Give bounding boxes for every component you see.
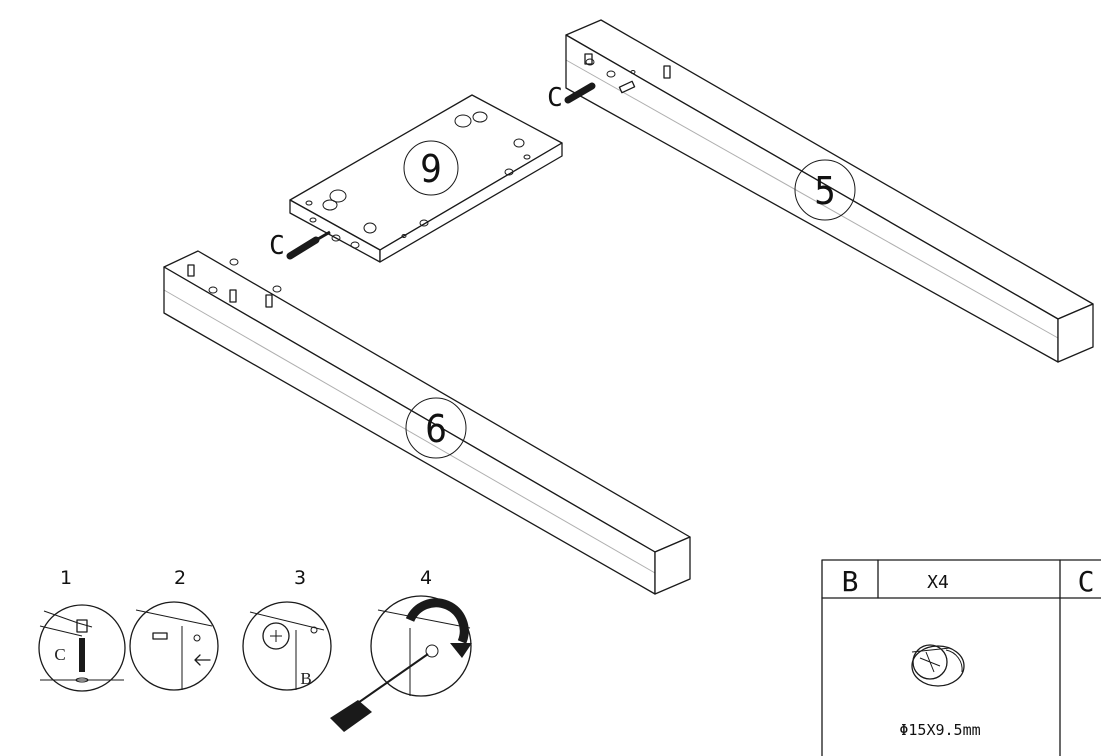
step-2 (129, 601, 219, 691)
part-5-label: 5 (814, 169, 836, 213)
step-3 (242, 601, 332, 691)
hardware-b-qty: X4 (927, 572, 949, 593)
hardware-c-code: C (1078, 565, 1095, 598)
step-1 (38, 604, 126, 692)
step-3-inner-label: B (300, 669, 311, 688)
step-4-number: 4 (420, 567, 432, 589)
panel-5 (565, 19, 1094, 363)
cam-lock-b-icon (911, 644, 965, 687)
panel-9 (289, 94, 563, 263)
part-6-label: 6 (425, 407, 447, 451)
hardware-table (821, 559, 1101, 756)
hardware-b-dimension: Φ15X9.5mm (899, 721, 980, 739)
part-9-label: 9 (420, 147, 442, 191)
c-label-mid: C (269, 231, 285, 261)
step-1-inner-label: C (54, 645, 65, 664)
cam-bolt-c-mid (286, 230, 331, 260)
step-1-number: 1 (60, 567, 72, 589)
step-4 (330, 595, 472, 732)
step-3-number: 3 (294, 567, 306, 589)
hardware-b-code: B (842, 565, 859, 598)
step-2-number: 2 (174, 567, 186, 589)
cam-bolt-c-top (564, 82, 596, 104)
c-label-top: C (547, 83, 563, 113)
panel-6 (163, 250, 691, 595)
